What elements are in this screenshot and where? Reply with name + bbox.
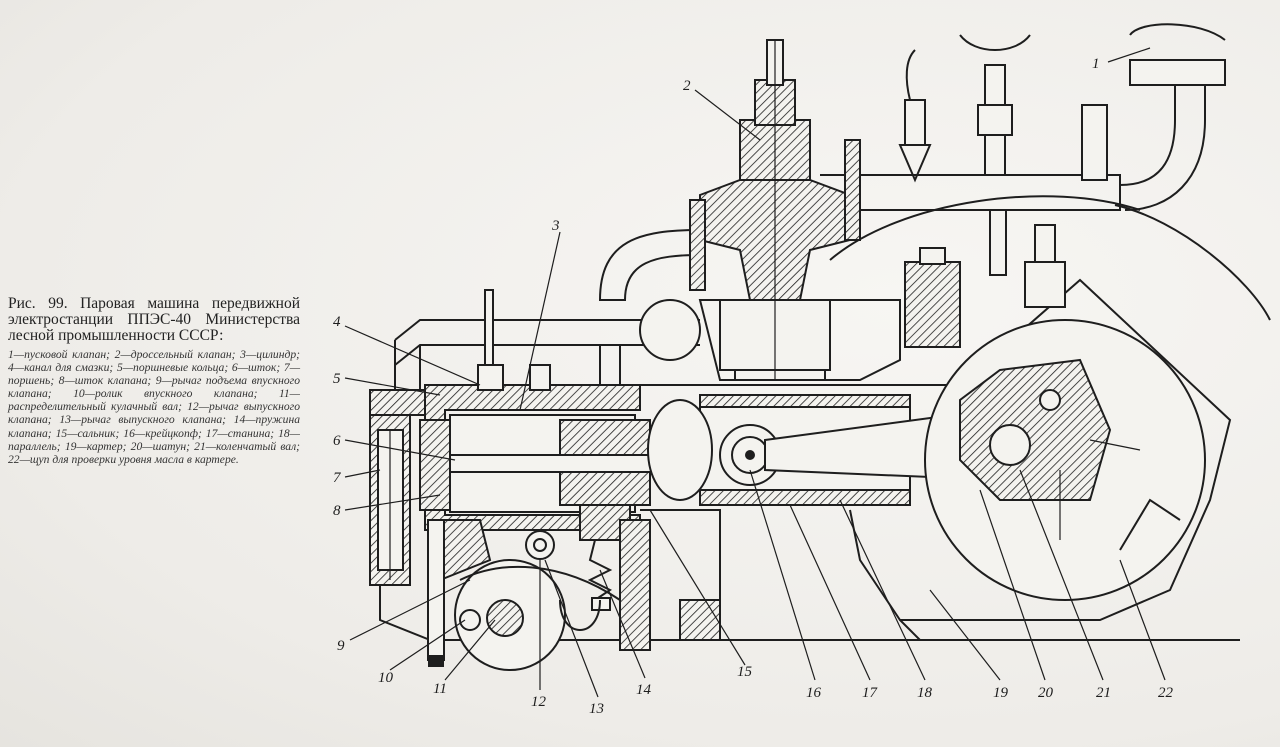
steam-pipes xyxy=(394,23,1271,400)
callout-label-12: 12 xyxy=(531,694,547,710)
callout-label-21: 21 xyxy=(1096,685,1111,701)
callout-label-10: 10 xyxy=(378,670,394,686)
callout-label-1: 1 xyxy=(1092,56,1100,72)
callout-label-17: 17 xyxy=(862,685,879,701)
callout-2: 2 xyxy=(683,78,761,141)
callout-17: 17 xyxy=(789,504,879,701)
callout-20: 20 xyxy=(979,489,1054,701)
callout-10: 10 xyxy=(378,619,466,686)
callout-11: 11 xyxy=(433,619,496,697)
callout-21: 21 xyxy=(1019,469,1111,701)
callout-15: 15 xyxy=(649,509,753,680)
callout-22: 22 xyxy=(1119,559,1174,701)
callout-label-18: 18 xyxy=(917,685,933,701)
callout-label-7: 7 xyxy=(333,470,342,486)
throttle-valve xyxy=(689,39,861,381)
callout-label-3: 3 xyxy=(551,218,560,234)
callout-label-13: 13 xyxy=(589,701,604,717)
callout-label-22: 22 xyxy=(1158,685,1174,701)
callout-5: 5 xyxy=(333,371,441,396)
callout-label-15: 15 xyxy=(737,664,753,680)
callout-1: 1 xyxy=(1092,47,1151,72)
callout-label-4: 4 xyxy=(333,314,341,330)
callout-7: 7 xyxy=(333,469,381,486)
callout-19: 19 xyxy=(929,589,1009,701)
callout-label-8: 8 xyxy=(333,503,341,519)
callout-14: 14 xyxy=(599,569,652,698)
callout-labels: 1 2 3 4 5 6 7 xyxy=(333,47,1174,717)
callout-18: 18 xyxy=(839,499,933,701)
callout-label-16: 16 xyxy=(806,685,822,701)
caption-title: Рис. 99. Паровая машина передвижной элек… xyxy=(8,295,300,344)
crank-assembly xyxy=(764,319,1206,601)
callout-6: 6 xyxy=(333,433,456,461)
caption-legend: 1—пусковой клапан; 2—дроссельный клапан;… xyxy=(8,348,300,466)
callout-label-2: 2 xyxy=(683,78,691,94)
callout-label-6: 6 xyxy=(333,433,341,449)
callout-13: 13 xyxy=(544,559,604,717)
top-fittings xyxy=(898,34,1108,348)
callout-label-19: 19 xyxy=(993,685,1009,701)
valve-gear xyxy=(377,429,721,671)
callout-label-20: 20 xyxy=(1038,685,1054,701)
callout-label-5: 5 xyxy=(333,371,341,387)
callout-label-9: 9 xyxy=(337,638,345,654)
callout-8: 8 xyxy=(333,494,441,519)
figure-caption: Рис. 99. Паровая машина передвижной элек… xyxy=(8,296,300,466)
callout-label-14: 14 xyxy=(636,682,652,698)
callout-9: 9 xyxy=(337,579,471,654)
callout-label-11: 11 xyxy=(433,681,447,697)
callout-16: 16 xyxy=(749,469,822,701)
callout-4: 4 xyxy=(333,314,481,386)
callout-12: 12 xyxy=(531,560,547,710)
callout-3: 3 xyxy=(519,218,561,411)
